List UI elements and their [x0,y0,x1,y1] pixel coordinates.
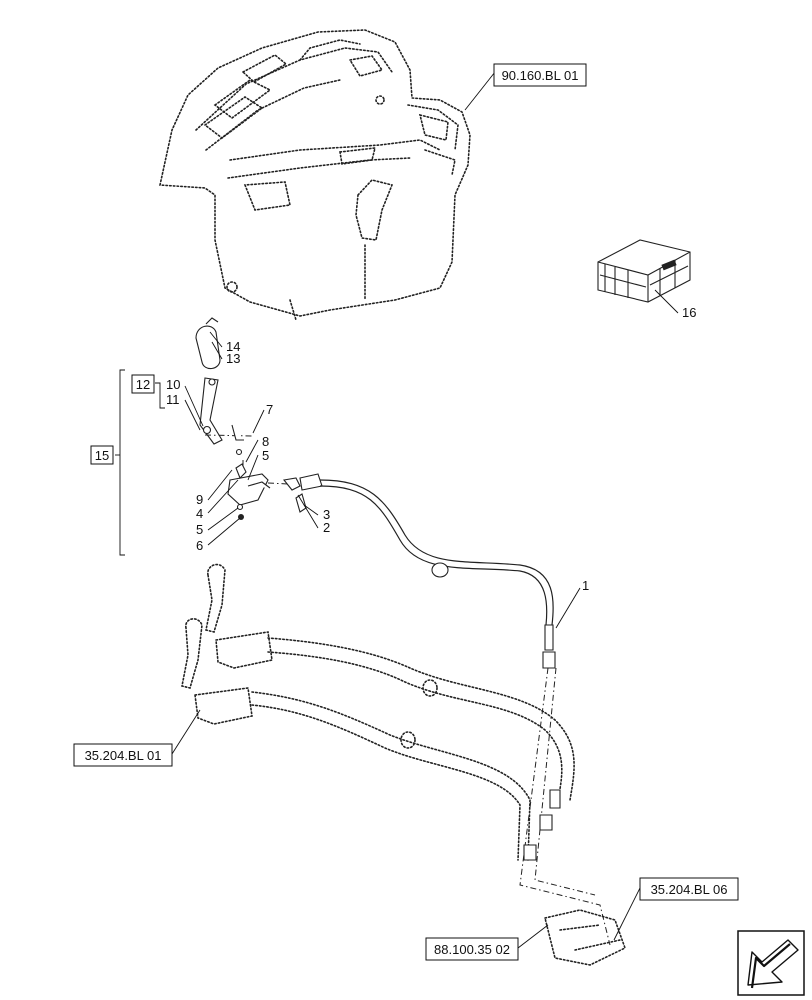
group-kit-label: 15 [95,448,109,463]
callout-4: 4 [196,506,203,521]
callout-3: 3 [323,507,330,522]
group-box-kit[interactable]: 15 [90,445,114,465]
callout-2: 2 [323,520,330,535]
callout-9: 9 [196,492,203,507]
callout-14: 14 [226,339,240,354]
callout-13: 13 [226,351,240,366]
lower-assembly-illustration [181,563,626,966]
ref-lever-assembly-label: 35.204.BL 01 [85,748,162,763]
callout-numbers: 1 2 3 4 5 5 6 7 8 9 10 11 13 14 16 [166,305,696,593]
callout-11: 11 [166,392,180,407]
callout-8: 8 [262,434,269,449]
callout-10: 10 [166,377,180,392]
callout-5a: 5 [262,448,269,463]
callout-7: 7 [266,402,273,417]
ref-valve-block-label: 35.204.BL 06 [651,882,728,897]
group-box-lever-kit[interactable]: 12 [131,374,155,394]
ref-cab-console-label: 90.160.BL 01 [502,68,579,83]
arrow-left-down-icon[interactable] [737,930,805,996]
lever-assembly-illustration [195,317,307,520]
ref-box-cab-console[interactable]: 90.160.BL 01 [493,63,587,87]
group-lever-kit-label: 12 [136,377,150,392]
callout-6: 6 [196,538,203,553]
callout-16: 16 [682,305,696,320]
ref-box-valve-block[interactable]: 35.204.BL 06 [639,877,739,901]
crate-illustration [597,239,691,303]
ref-box-valve-connector[interactable]: 88.100.35 02 [425,937,519,961]
callout-5b: 5 [196,522,203,537]
ref-valve-connector-label: 88.100.35 02 [434,942,510,957]
leader-lines [115,71,679,949]
ref-box-lever-assembly[interactable]: 35.204.BL 01 [73,743,173,767]
cab-console-illustration [159,29,471,321]
control-cable-illustration [299,473,556,669]
callout-1: 1 [582,578,589,593]
